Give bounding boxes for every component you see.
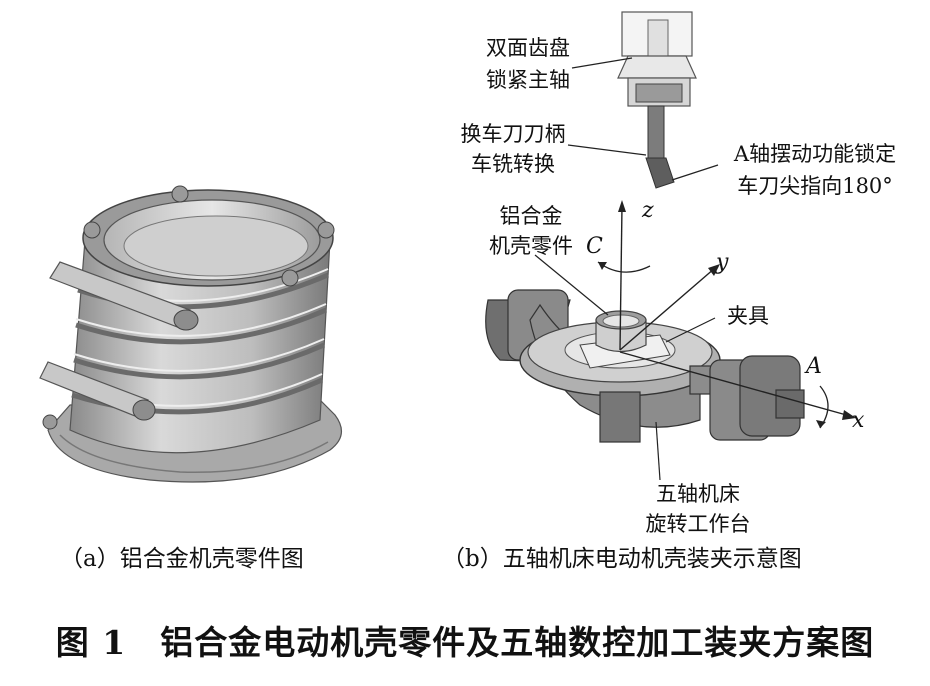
- part-label-line1: 铝合金: [499, 204, 563, 228]
- panel-a-caption: （a）铝合金机壳零件图: [60, 546, 304, 572]
- x-axis-label: x: [852, 408, 865, 433]
- a-axis-label-line2: 车刀尖指向180°: [737, 174, 893, 198]
- a-axis-label: A: [806, 354, 822, 379]
- spindle-label-line2: 锁紧主轴: [486, 68, 570, 92]
- fixture-label: 夹具: [727, 304, 769, 328]
- five-axis-machine-illustration: [485, 11, 856, 480]
- holder-label-line2: 车铣转换: [471, 152, 555, 176]
- holder-label-line1: 换车刀刀柄: [460, 122, 566, 146]
- a-axis-label-line1: A轴摆动功能锁定: [733, 142, 897, 166]
- spindle-label-line1: 双面齿盘: [486, 36, 570, 60]
- table-label-line2: 旋转工作台: [645, 512, 751, 536]
- c-axis-label: C: [586, 234, 603, 259]
- figure-caption: 图 1 铝合金电动机壳零件及五轴数控加工装夹方案图: [55, 623, 875, 662]
- panel-b-caption: （b）五轴机床电动机壳装夹示意图: [442, 546, 802, 572]
- table-label-line1: 五轴机床: [656, 482, 740, 506]
- housing-part-illustration: [39, 185, 342, 483]
- y-axis-label: y: [716, 250, 729, 275]
- part-label-line2: 机壳零件: [489, 234, 573, 258]
- z-axis-label: z: [642, 198, 654, 223]
